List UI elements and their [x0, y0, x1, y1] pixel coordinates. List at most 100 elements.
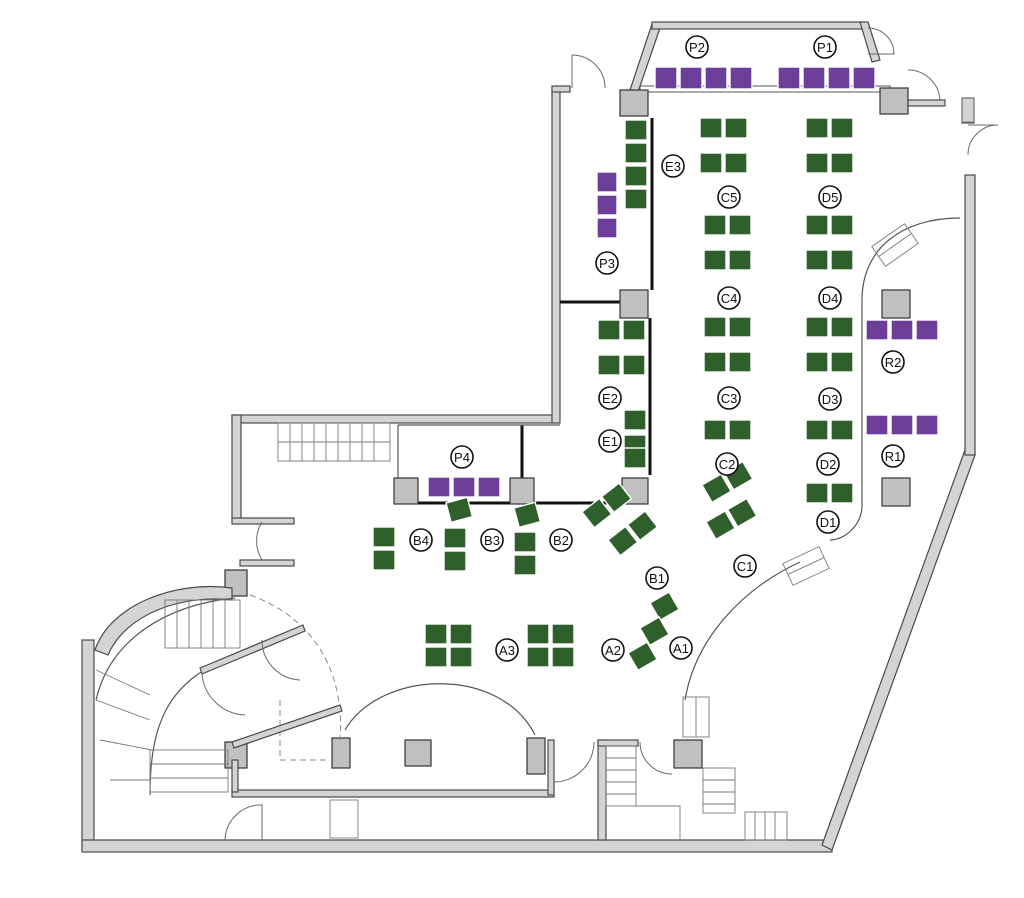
zone-label-circle [813, 35, 837, 59]
table[interactable] [623, 409, 647, 431]
table[interactable] [449, 646, 473, 668]
table[interactable] [624, 119, 648, 141]
table[interactable] [649, 591, 681, 622]
table[interactable] [513, 554, 537, 576]
table[interactable] [703, 214, 727, 236]
table[interactable] [830, 117, 854, 139]
table[interactable] [703, 351, 727, 373]
premium-table[interactable] [890, 414, 914, 436]
table[interactable] [443, 550, 467, 572]
premium-table[interactable] [427, 476, 451, 498]
table[interactable] [513, 531, 537, 553]
table[interactable] [626, 510, 659, 542]
table[interactable] [701, 473, 733, 504]
table[interactable] [830, 249, 854, 271]
premium-table[interactable] [890, 319, 914, 341]
table[interactable] [445, 496, 474, 524]
table[interactable] [728, 249, 752, 271]
table[interactable] [624, 188, 648, 210]
table[interactable] [830, 316, 854, 338]
table[interactable] [703, 419, 727, 441]
zone-label-circle [409, 528, 433, 552]
table[interactable] [551, 623, 575, 645]
table[interactable] [830, 482, 854, 504]
table[interactable] [805, 419, 829, 441]
table[interactable] [526, 623, 550, 645]
premium-table[interactable] [654, 66, 678, 90]
premium-table[interactable] [596, 171, 618, 193]
table[interactable] [805, 316, 829, 338]
partitions [395, 118, 654, 505]
table[interactable] [639, 616, 671, 647]
table[interactable] [805, 117, 829, 139]
table[interactable] [728, 214, 752, 236]
table[interactable] [724, 152, 748, 174]
table[interactable] [597, 319, 621, 341]
table[interactable] [513, 501, 542, 529]
table[interactable] [424, 623, 448, 645]
table[interactable] [830, 351, 854, 373]
premium-table[interactable] [704, 66, 728, 90]
door-right-2 [967, 124, 999, 156]
zone-label-text: R2 [885, 355, 902, 370]
table-group [805, 249, 854, 271]
premium-table[interactable] [852, 66, 876, 90]
table[interactable] [699, 152, 723, 174]
table[interactable] [728, 316, 752, 338]
zone-label-e2: E2 [598, 386, 622, 410]
table[interactable] [424, 646, 448, 668]
table[interactable] [699, 117, 723, 139]
table[interactable] [705, 510, 737, 541]
zone-label-c5: C5 [717, 185, 741, 209]
table[interactable] [622, 319, 646, 341]
table[interactable] [830, 419, 854, 441]
stair-outer-wall [94, 585, 233, 656]
table[interactable] [600, 482, 633, 514]
table[interactable] [624, 165, 648, 187]
table[interactable] [372, 549, 396, 571]
table[interactable] [581, 497, 613, 529]
table[interactable] [805, 482, 829, 504]
zone-label-text: B2 [553, 533, 569, 548]
table[interactable] [597, 354, 621, 376]
premium-table[interactable] [596, 194, 618, 216]
table[interactable] [728, 419, 752, 441]
table[interactable] [724, 117, 748, 139]
table[interactable] [551, 646, 575, 668]
premium-table[interactable] [679, 66, 703, 90]
premium-table[interactable] [865, 319, 889, 341]
premium-table[interactable] [865, 414, 889, 436]
table[interactable] [805, 249, 829, 271]
table[interactable] [726, 497, 758, 528]
premium-table[interactable] [729, 66, 753, 90]
table[interactable] [622, 354, 646, 376]
table[interactable] [728, 351, 752, 373]
premium-table[interactable] [452, 476, 476, 498]
table[interactable] [526, 646, 550, 668]
premium-table[interactable] [596, 217, 618, 239]
table[interactable] [830, 214, 854, 236]
premium-table[interactable] [915, 319, 939, 341]
table[interactable] [449, 623, 473, 645]
table[interactable] [624, 142, 648, 164]
pillar [881, 289, 911, 319]
table-group [703, 249, 752, 271]
table[interactable] [623, 447, 647, 469]
table[interactable] [805, 152, 829, 174]
table[interactable] [703, 249, 727, 271]
table[interactable] [443, 527, 467, 549]
premium-table[interactable] [827, 66, 851, 90]
premium-table[interactable] [915, 414, 939, 436]
premium-table[interactable] [477, 476, 501, 498]
table[interactable] [703, 316, 727, 338]
table[interactable] [805, 351, 829, 373]
table[interactable] [830, 152, 854, 174]
door-top-right [867, 27, 895, 55]
table[interactable] [627, 641, 659, 672]
table[interactable] [372, 526, 396, 548]
stairs-bottom-small [329, 799, 359, 839]
table[interactable] [805, 214, 829, 236]
premium-table[interactable] [802, 66, 826, 90]
premium-table[interactable] [777, 66, 801, 90]
table[interactable] [607, 525, 639, 557]
